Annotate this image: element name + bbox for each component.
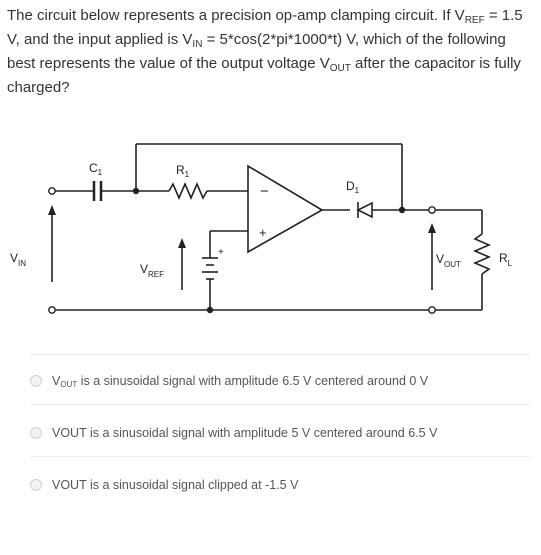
option-3-label: VOUT is a sinusoidal signal clipped at -… (52, 478, 299, 492)
question-text: The circuit below represents a precision… (7, 4, 537, 100)
vout-label: VOUT (436, 252, 461, 269)
d1-label: D1 (346, 179, 360, 195)
opamp-minus-sign: − (260, 183, 269, 200)
radio-button[interactable] (30, 427, 42, 439)
divider (30, 354, 530, 355)
battery-plus-sign: + (218, 247, 224, 258)
clamping-circuit-diagram: C1 R1 D1 VIN VREF VOUT RL − + + (10, 143, 513, 314)
radio-button[interactable] (30, 479, 42, 491)
opamp-plus-sign: + (259, 225, 267, 240)
radio-button[interactable] (30, 375, 42, 387)
vref-label: VREF (140, 262, 164, 279)
vout-subscript: OUT (329, 63, 351, 74)
divider (30, 456, 530, 457)
option-3[interactable]: VOUT is a sinusoidal signal clipped at -… (30, 460, 530, 510)
question-part: = 1.5 V, and the input applied is V (7, 7, 523, 48)
question-part: after the capacitor is fully charged? (7, 55, 521, 96)
divider (30, 404, 530, 405)
option-2-label: VOUT is a sinusoidal signal with amplitu… (52, 426, 438, 440)
vin-subscript: IN (192, 39, 203, 50)
c1-label: C1 (89, 161, 103, 177)
vref-subscript: REF (464, 15, 485, 26)
question-part: = 5*cos(2*pi*1000*t) V, which of the fol… (7, 31, 506, 72)
vin-label: VIN (10, 251, 26, 268)
rl-label: RL (499, 251, 513, 268)
option-1-label: VOUT is a sinusoidal signal with amplitu… (52, 373, 429, 389)
option-2[interactable]: VOUT is a sinusoidal signal with amplitu… (30, 408, 530, 458)
question-part: The circuit below represents a precision… (7, 7, 465, 24)
option-1[interactable]: VOUT is a sinusoidal signal with amplitu… (30, 356, 530, 406)
r1-label: R1 (176, 163, 190, 179)
